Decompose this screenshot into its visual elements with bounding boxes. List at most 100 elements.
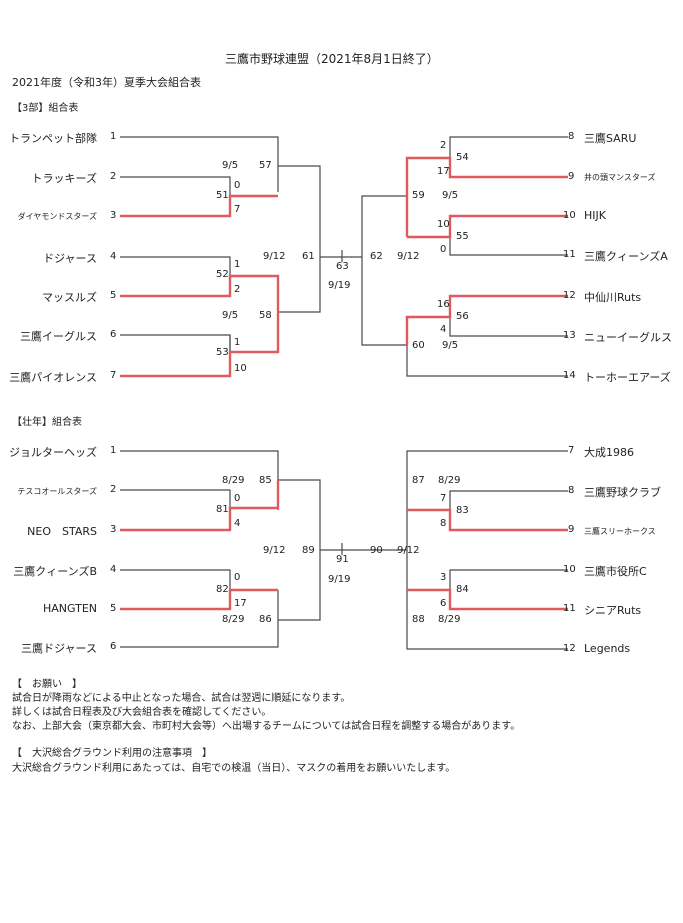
line-team6 bbox=[120, 334, 231, 352]
team-seed: 4 bbox=[110, 564, 117, 575]
team-seed: 12 bbox=[563, 290, 576, 301]
team-seed: 14 bbox=[563, 370, 576, 381]
score: 17 bbox=[234, 598, 247, 609]
score: 7 bbox=[440, 493, 447, 504]
match-number: 60 bbox=[412, 340, 425, 351]
win-team10 bbox=[407, 214, 568, 239]
team-name: 三鷹市役所C bbox=[584, 565, 647, 578]
score: 1 bbox=[234, 337, 241, 348]
team-name: 中仙川Ruts bbox=[584, 291, 642, 304]
score: 0 bbox=[234, 572, 241, 583]
team-seed: 7 bbox=[568, 445, 575, 456]
line-s-team6 bbox=[120, 590, 279, 648]
score: 4 bbox=[234, 518, 241, 529]
page-title: 三鷹市野球連盟（2021年8月1日終了） bbox=[225, 52, 439, 66]
team-name: 三鷹スリーホークス bbox=[584, 527, 656, 536]
match-number: 59 bbox=[412, 190, 425, 201]
score: 16 bbox=[437, 299, 450, 310]
team-name: ドジャース bbox=[43, 252, 97, 265]
team-name: 井の頭マンスターズ bbox=[584, 173, 656, 182]
team-name: テスコオールスターズ bbox=[17, 487, 97, 496]
match-number: 51 bbox=[216, 190, 229, 201]
team-name: 三鷹クィーンズA bbox=[584, 250, 668, 263]
score: 10 bbox=[234, 363, 247, 374]
match-number: 62 bbox=[370, 251, 383, 262]
ground-line: 大沢総合グラウンド利用にあたっては、自宅での検温（当日）、マスクの着用をお願いい… bbox=[12, 763, 456, 774]
match-number: 81 bbox=[216, 504, 229, 515]
team-name: トラッキーズ bbox=[31, 172, 97, 185]
team-name: NEO STARS bbox=[27, 525, 97, 538]
line-m58 bbox=[278, 257, 321, 313]
match-number: 89 bbox=[302, 545, 315, 556]
match-date: 9/5 bbox=[442, 190, 459, 201]
match-number: 57 bbox=[259, 160, 272, 171]
line-s-team1 bbox=[120, 450, 279, 510]
score: 2 bbox=[234, 284, 241, 295]
team-seed: 2 bbox=[110, 171, 117, 182]
team-seed: 9 bbox=[568, 171, 575, 182]
win-team3 bbox=[120, 194, 278, 218]
line-m57 bbox=[278, 165, 321, 257]
score: 4 bbox=[440, 324, 447, 335]
match-number: 88 bbox=[412, 614, 425, 625]
notes-line: 詳しくは試合日程表及び大会組合表を確認してください。 bbox=[12, 707, 272, 718]
score: 17 bbox=[437, 166, 450, 177]
team-seed: 5 bbox=[110, 290, 117, 301]
final-match-date: 9/19 bbox=[328, 574, 351, 585]
team-name: マッスルズ bbox=[42, 291, 97, 304]
team-name: 三鷹野球クラブ bbox=[584, 486, 661, 499]
team-name: トランペット部隊 bbox=[9, 132, 97, 145]
match-date: 9/12 bbox=[397, 545, 420, 556]
team-name: 三鷹イーグルス bbox=[20, 330, 97, 343]
team-name: 三鷹SARU bbox=[584, 132, 637, 145]
team-seed: 8 bbox=[568, 485, 575, 496]
page-subtitle: 2021年度（令和3年）夏季大会組合表 bbox=[12, 76, 201, 89]
line-team8 bbox=[449, 136, 568, 158]
team-name: トーホーエアーズ bbox=[584, 371, 671, 384]
score: 2 bbox=[440, 140, 447, 151]
match-date: 8/29 bbox=[222, 475, 245, 486]
match-number: 55 bbox=[456, 231, 469, 242]
team-seed: 6 bbox=[110, 641, 117, 652]
score: 0 bbox=[234, 180, 241, 191]
team-seed: 3 bbox=[110, 210, 117, 221]
line-team14 bbox=[406, 317, 568, 377]
score: 3 bbox=[440, 572, 447, 583]
team-seed: 11 bbox=[563, 249, 576, 260]
match-date: 9/5 bbox=[222, 310, 239, 321]
team-seed: 5 bbox=[110, 603, 117, 614]
line-s-team12 bbox=[406, 590, 568, 650]
final-match-number: 91 bbox=[336, 554, 349, 565]
match-number: 56 bbox=[456, 311, 469, 322]
line-s-m86 bbox=[278, 550, 321, 621]
match-number: 82 bbox=[216, 584, 229, 595]
match-number: 58 bbox=[259, 310, 272, 321]
section-label-3bu: 【3部】組合表 bbox=[12, 103, 79, 114]
match-date: 8/29 bbox=[438, 614, 461, 625]
team-seed: 11 bbox=[563, 603, 576, 614]
final-match-number: 63 bbox=[336, 261, 349, 272]
win-s-team5 bbox=[120, 588, 278, 611]
final-match-date: 9/19 bbox=[328, 280, 351, 291]
team-name: 三鷹クィーンズB bbox=[13, 565, 97, 578]
match-date: 8/29 bbox=[438, 475, 461, 486]
line-team2 bbox=[120, 176, 231, 196]
match-date: 9/5 bbox=[222, 160, 239, 171]
match-number: 83 bbox=[456, 505, 469, 516]
team-seed: 8 bbox=[568, 131, 575, 142]
match-date: 9/5 bbox=[442, 340, 459, 351]
notes-line: なお、上部大会（東京都大会、市町村大会等）へ出場するチームについては試合日程を調… bbox=[12, 721, 521, 732]
match-date: 8/29 bbox=[222, 614, 245, 625]
match-number: 85 bbox=[259, 475, 272, 486]
team-seed: 10 bbox=[563, 210, 576, 221]
score: 6 bbox=[440, 598, 447, 609]
win-team7 bbox=[120, 312, 280, 378]
team-name: ニューイーグルス bbox=[584, 331, 672, 344]
win-team5 bbox=[120, 274, 280, 312]
line-s-m85 bbox=[278, 479, 321, 550]
line-s-team10 bbox=[449, 569, 568, 590]
match-date: 9/12 bbox=[263, 545, 286, 556]
score: 8 bbox=[440, 518, 447, 529]
team-seed: 2 bbox=[110, 484, 117, 495]
